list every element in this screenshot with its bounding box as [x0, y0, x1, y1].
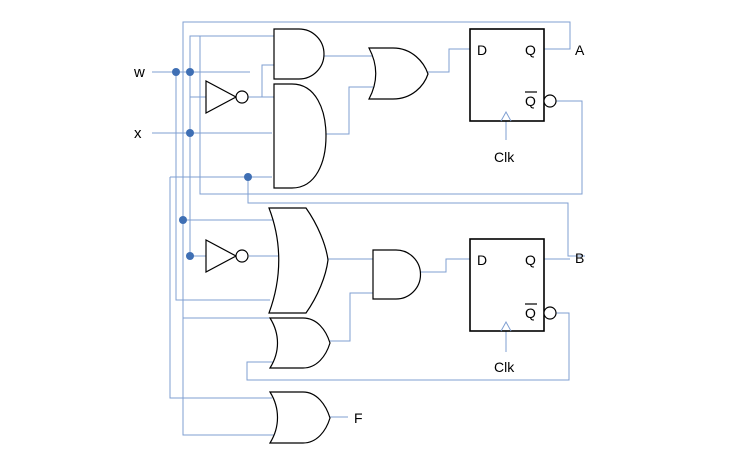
- and-gate-1: [273, 28, 325, 80]
- wire-or1-to-d1: [426, 48, 472, 73]
- or-gate-big: [268, 207, 329, 314]
- wire-w-to-not1: [189, 72, 206, 98]
- or-gate-f: [268, 391, 331, 444]
- wire-and3-to-d2: [421, 258, 472, 273]
- output-a-label: A: [575, 42, 585, 58]
- flipflop-top-d-label: D: [477, 42, 487, 58]
- or-gate-small: [268, 317, 331, 369]
- wire-qbar-top-feedback: [199, 36, 583, 195]
- flipflop-bottom-qbar-bubble: [543, 306, 557, 320]
- wire-x-branch-down: [247, 177, 585, 257]
- junction-dot: [172, 68, 180, 76]
- flipflop-top-q-label: Q: [525, 42, 536, 58]
- flipflop-top-qbar-bubble: [543, 94, 557, 108]
- flipflop-top: D Q Q Clk: [469, 28, 557, 165]
- flipflop-bottom-body: [469, 238, 545, 332]
- junctions: [172, 68, 252, 260]
- wire-or-f-lower: [182, 318, 275, 436]
- wire-w-bus: [175, 72, 270, 301]
- flipflop-bottom-clk-label: Clk: [494, 359, 515, 375]
- flipflop-bottom-clk-triangle: [500, 320, 512, 332]
- flipflop-top-clk-label: Clk: [494, 149, 515, 165]
- wire-w-to-and1: [189, 35, 274, 72]
- wire-w-to-not2: [189, 72, 206, 257]
- wire-left-vertical-far: [169, 177, 272, 399]
- wire-bottom-qbar-feedback: [246, 312, 570, 381]
- junction-dot: [179, 216, 187, 224]
- flipflop-top-body: [469, 28, 545, 122]
- and-gate-3: [372, 249, 422, 300]
- not-gate-2: [205, 239, 238, 273]
- junction-dot: [186, 129, 194, 137]
- input-w-label: w: [133, 64, 145, 81]
- and-gate-2: [273, 83, 327, 189]
- wire-small-or-out: [330, 292, 373, 342]
- junction-dot: [186, 252, 194, 260]
- wire-not1-to-and1-b: [261, 64, 274, 97]
- flipflop-top-clk-triangle: [500, 110, 512, 122]
- junction-dot: [244, 173, 252, 181]
- output-b-label: B: [575, 250, 584, 266]
- flipflop-bottom: D Q Q Clk: [469, 238, 557, 375]
- or-gate-1: [368, 47, 429, 100]
- flipflop-bottom-d-label: D: [477, 252, 487, 268]
- flipflop-top-qbar-label: Q: [525, 93, 536, 109]
- wires: [152, 21, 585, 436]
- wire-feedback-a: [182, 21, 571, 319]
- not-gate-1: [205, 80, 238, 114]
- junction-dot: [186, 68, 194, 76]
- flipflop-bottom-q-label: Q: [525, 252, 536, 268]
- not-gate-1-bubble: [235, 90, 249, 104]
- flipflop-bottom-qbar-label: Q: [525, 305, 536, 321]
- not-gate-2-bubble: [235, 249, 249, 263]
- output-f-label: F: [354, 410, 363, 426]
- input-x-label: x: [134, 125, 142, 142]
- wire-and2-to-or1: [324, 86, 373, 135]
